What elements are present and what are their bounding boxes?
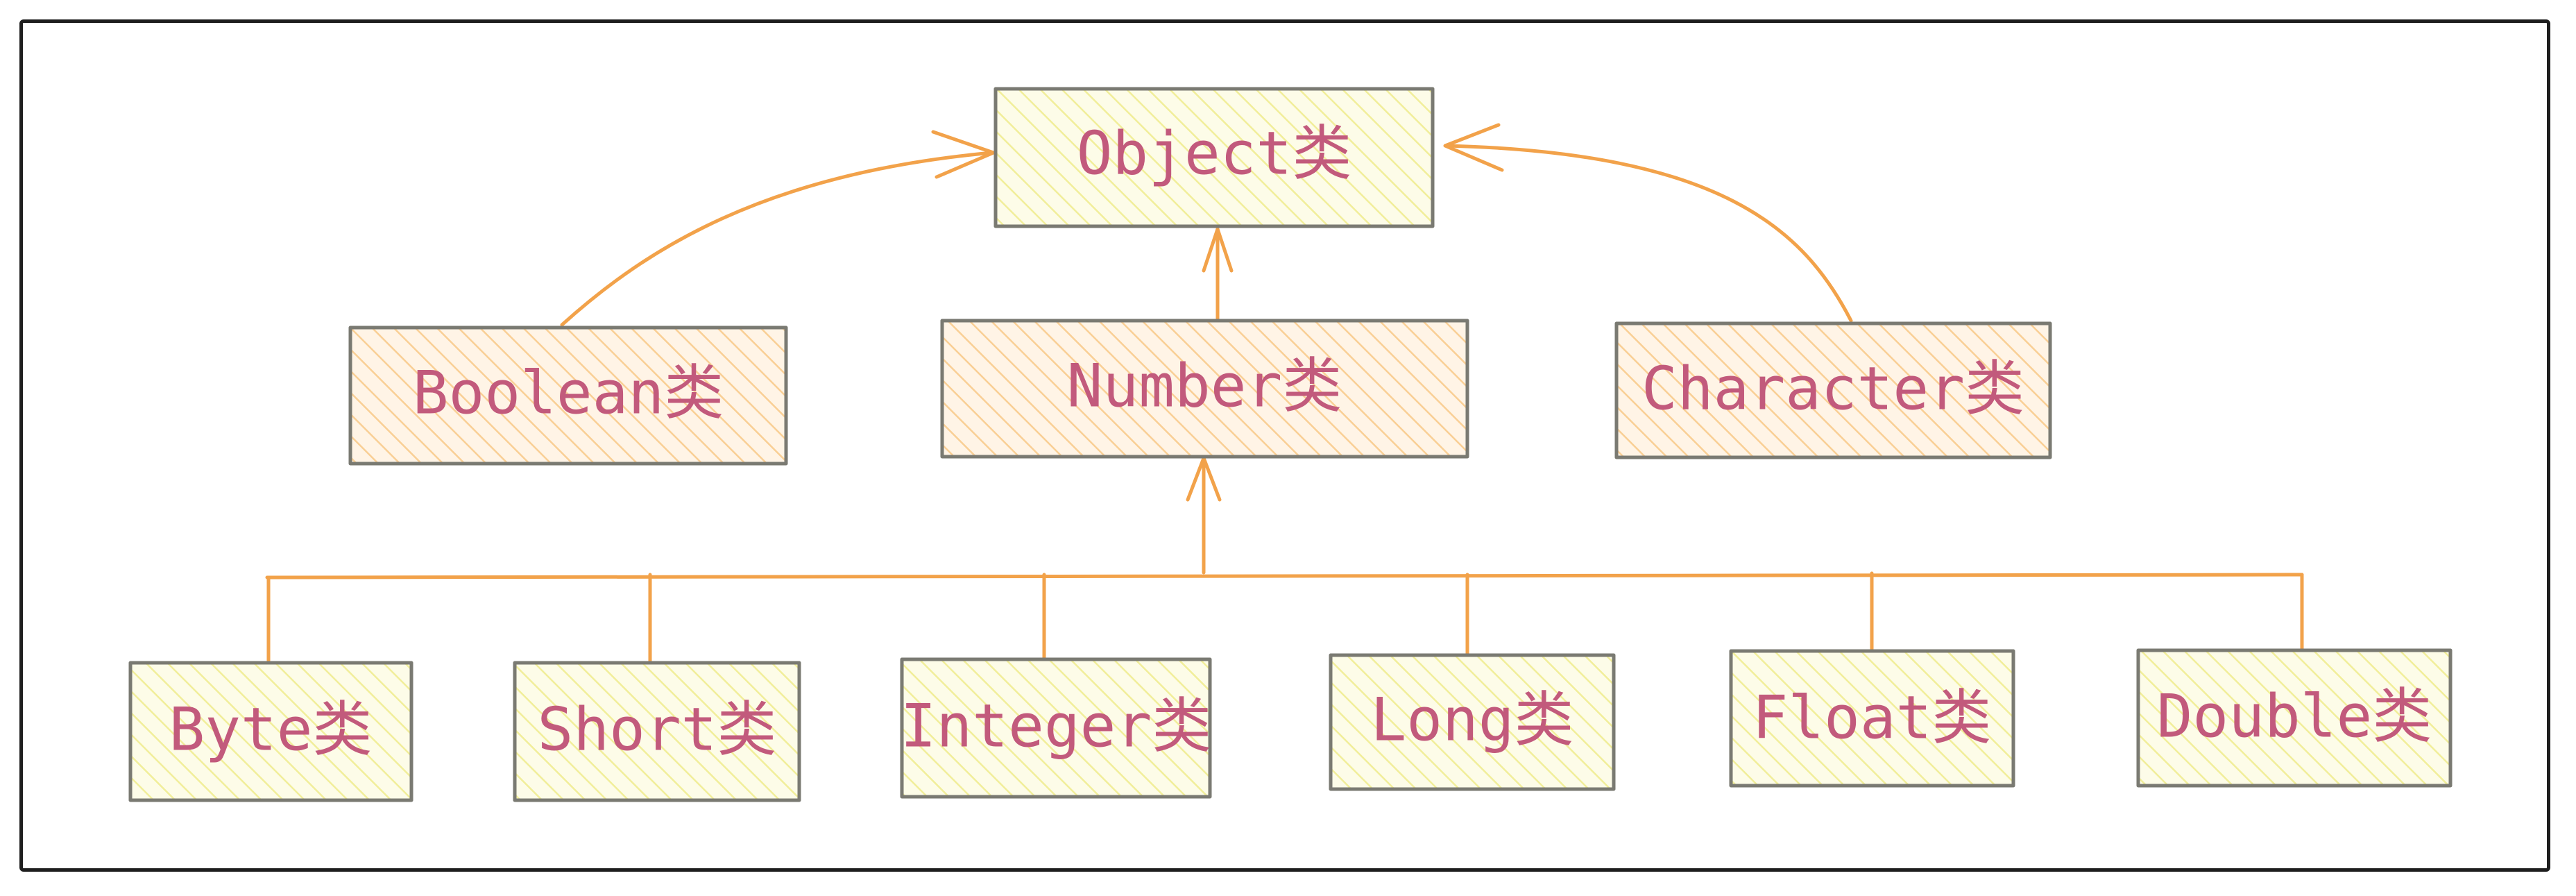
float-box-border — [1729, 649, 2015, 788]
long-class-box: Long类 — [1329, 653, 1616, 791]
number-class-label: Number类 — [1067, 351, 1342, 421]
number-box-border — [940, 319, 1469, 459]
short-class-box: Short类 — [513, 661, 801, 802]
character-class-box: Character类 — [1614, 321, 2052, 459]
character-to-object-arrow — [1444, 144, 1853, 323]
float-class-box: Float类 — [1729, 649, 2015, 788]
boolean-to-object-arrowhead — [931, 130, 996, 179]
short-box-border — [513, 661, 801, 802]
boolean-class-box: Boolean类 — [348, 326, 788, 466]
byte-class-label: Byte类 — [169, 695, 372, 764]
object-class-label: Object类 — [1077, 119, 1352, 188]
character-to-object-arrowhead — [1443, 123, 1504, 172]
character-box-fill — [1617, 323, 2050, 457]
object-box-fill — [996, 89, 1433, 226]
boolean-box-fill — [350, 328, 786, 464]
boolean-class-label: Boolean类 — [413, 358, 724, 428]
number-class-box: Number类 — [940, 319, 1469, 459]
long-box-border — [1329, 653, 1616, 791]
connectors — [265, 123, 2304, 663]
boolean-box-border — [348, 326, 788, 466]
byte-class-box: Byte类 — [128, 661, 413, 802]
long-box-fill — [1331, 655, 1614, 789]
character-box-border — [1614, 321, 2052, 459]
long-class-label: Long类 — [1370, 685, 1573, 754]
number-to-object-arrowhead — [1202, 227, 1234, 273]
short-box-fill — [515, 663, 799, 800]
float-class-label: Float类 — [1752, 683, 1992, 752]
integer-box-border — [900, 657, 1212, 799]
byte-box-fill — [130, 663, 411, 800]
short-class-label: Short类 — [538, 695, 777, 764]
double-box-border — [2136, 648, 2453, 788]
diagram-frame — [19, 19, 2550, 872]
number-box-fill — [942, 321, 1467, 457]
character-class-label: Character类 — [1641, 354, 2024, 423]
object-box-border — [993, 87, 1435, 228]
byte-box-border — [128, 661, 413, 802]
boolean-to-object-arrow — [560, 151, 994, 327]
float-box-fill — [1731, 651, 2013, 786]
integer-class-label: Integer类 — [901, 691, 1211, 761]
integer-box-fill — [902, 659, 1210, 797]
double-class-box: Double类 — [2136, 648, 2453, 788]
object-class-box: Object类 — [993, 87, 1435, 228]
integer-class-box: Integer类 — [900, 657, 1212, 799]
double-class-label: Double类 — [2157, 682, 2432, 751]
double-box-fill — [2138, 650, 2450, 786]
subclass-bus-line — [265, 573, 2304, 580]
